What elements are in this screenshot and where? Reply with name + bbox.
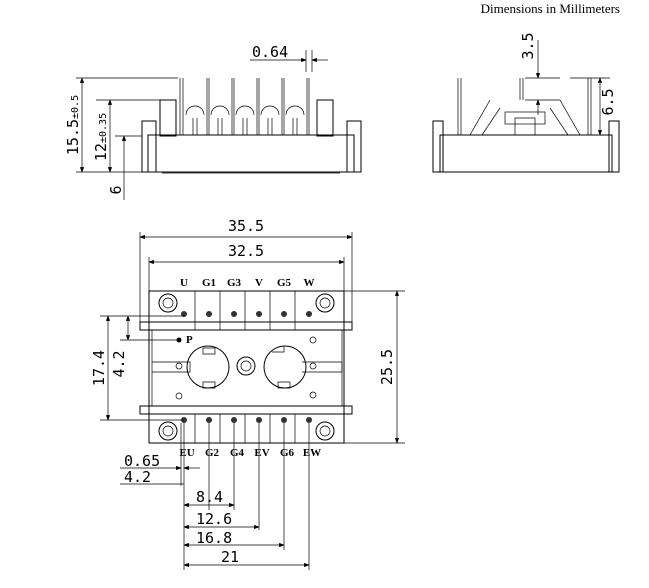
pin-label: G5 xyxy=(277,277,292,289)
pin-dot xyxy=(256,311,262,317)
dim-body-height: 12±0.35 xyxy=(92,113,110,161)
pin-label: G3 xyxy=(227,277,242,289)
pin-dot xyxy=(256,417,262,423)
pin-dot xyxy=(231,417,237,423)
pin-label: W xyxy=(304,277,315,289)
dim-bottom-label: 16.8 xyxy=(196,529,232,547)
pin-label: EU xyxy=(179,447,194,459)
pin-label: G4 xyxy=(230,447,245,459)
pin-dot xyxy=(206,311,212,317)
dim-left-1: 17.4 xyxy=(90,350,108,386)
end-view: 3.5 6.5 xyxy=(432,32,620,173)
dim-pin-top: 3.5 xyxy=(519,32,537,59)
pin-dot xyxy=(231,311,237,317)
pin-dot xyxy=(181,311,187,317)
dim-pin-width: 0.64 xyxy=(252,43,288,61)
dim-height: 25.5 xyxy=(378,349,396,385)
pin-label: G1 xyxy=(202,277,216,289)
pin-dot xyxy=(206,417,212,423)
top-pins: U G1 G3 V G5 W xyxy=(180,277,315,317)
pin-label: G2 xyxy=(205,447,220,459)
dim-bottom-label: 0.65 xyxy=(124,452,160,470)
pin-dot xyxy=(306,417,312,423)
pin-label: V xyxy=(255,277,263,289)
dim-bottom-label: 21 xyxy=(221,548,239,566)
dim-pin-length: 6.5 xyxy=(599,88,617,115)
pin-dot xyxy=(281,311,287,317)
pin-dot xyxy=(306,311,312,317)
pin-label: U xyxy=(180,277,188,289)
pin-dot xyxy=(281,417,287,423)
label-p: P xyxy=(186,334,193,346)
bottom-pins: EU G2 G4 EV G6 EW xyxy=(179,417,321,459)
dim-bottom-label: 8.4 xyxy=(196,488,223,506)
drawing-title: Dimensions in Millimeters xyxy=(481,1,620,16)
dim-left-2: 4.2 xyxy=(110,350,128,377)
pin-label: EW xyxy=(303,447,321,459)
dim-bottom-label: 4.2 xyxy=(124,468,151,486)
bottom-dimensions: 0.654.2 8.4 12.616.821 xyxy=(120,423,310,570)
side-pins xyxy=(179,78,310,135)
side-view: 15.5±0.5 12±0.35 6 0.64 xyxy=(64,43,362,200)
pin-label: G6 xyxy=(280,447,295,459)
dim-bottom-label: 12.6 xyxy=(196,510,232,528)
dim-hole-pitch: 32.5 xyxy=(228,242,264,260)
dim-total-height: 15.5±0.5 xyxy=(64,95,82,155)
dim-base: 6 xyxy=(107,185,125,194)
pin-label: EV xyxy=(254,447,269,459)
dim-overall-width: 35.5 xyxy=(228,217,264,235)
